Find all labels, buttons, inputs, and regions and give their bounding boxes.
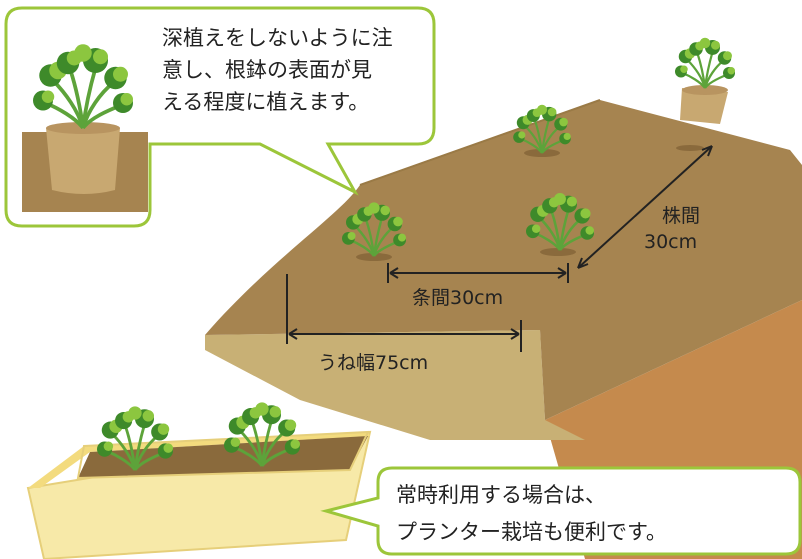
parsley-plant-icon <box>340 201 408 261</box>
plant-spacing-label-2: 30cm <box>644 231 697 253</box>
planter-callout-line-1: 常時利用する場合は、 <box>396 483 606 507</box>
parsley-plant-icon <box>512 103 572 157</box>
ridge-front-face <box>205 330 585 440</box>
row-spacing-label: 条間30cm <box>412 287 503 309</box>
planting-hole <box>676 145 704 151</box>
callout-line-2: 意し、根鉢の表面が見 <box>162 58 372 82</box>
row-spacing-dimension <box>387 263 569 283</box>
ridge-width-label: うね幅75cm <box>318 352 428 374</box>
plant-pot-icon <box>673 36 737 124</box>
planter-callout: 常時利用する場合は、 プランター栽培も便利です。 <box>320 466 802 556</box>
plant-spacing-label-1: 株間 <box>662 205 700 227</box>
planter-box-icon <box>26 400 372 559</box>
planting-depth-callout: 深植えをしないように注 意し、根鉢の表面が見 える程度に植えます。 <box>4 6 436 228</box>
callout-line-3: える程度に植えます。 <box>162 90 369 114</box>
ridge-top-surface <box>205 100 802 420</box>
callout-line-1: 深植えをしないように注 <box>162 26 393 50</box>
parsley-plant-icon <box>524 191 596 256</box>
plant-spacing-dimension <box>577 145 713 269</box>
root-ball <box>46 128 120 194</box>
planter-callout-line-2: プランター栽培も便利です。 <box>396 520 667 544</box>
ridge-width-dimension <box>286 274 522 352</box>
